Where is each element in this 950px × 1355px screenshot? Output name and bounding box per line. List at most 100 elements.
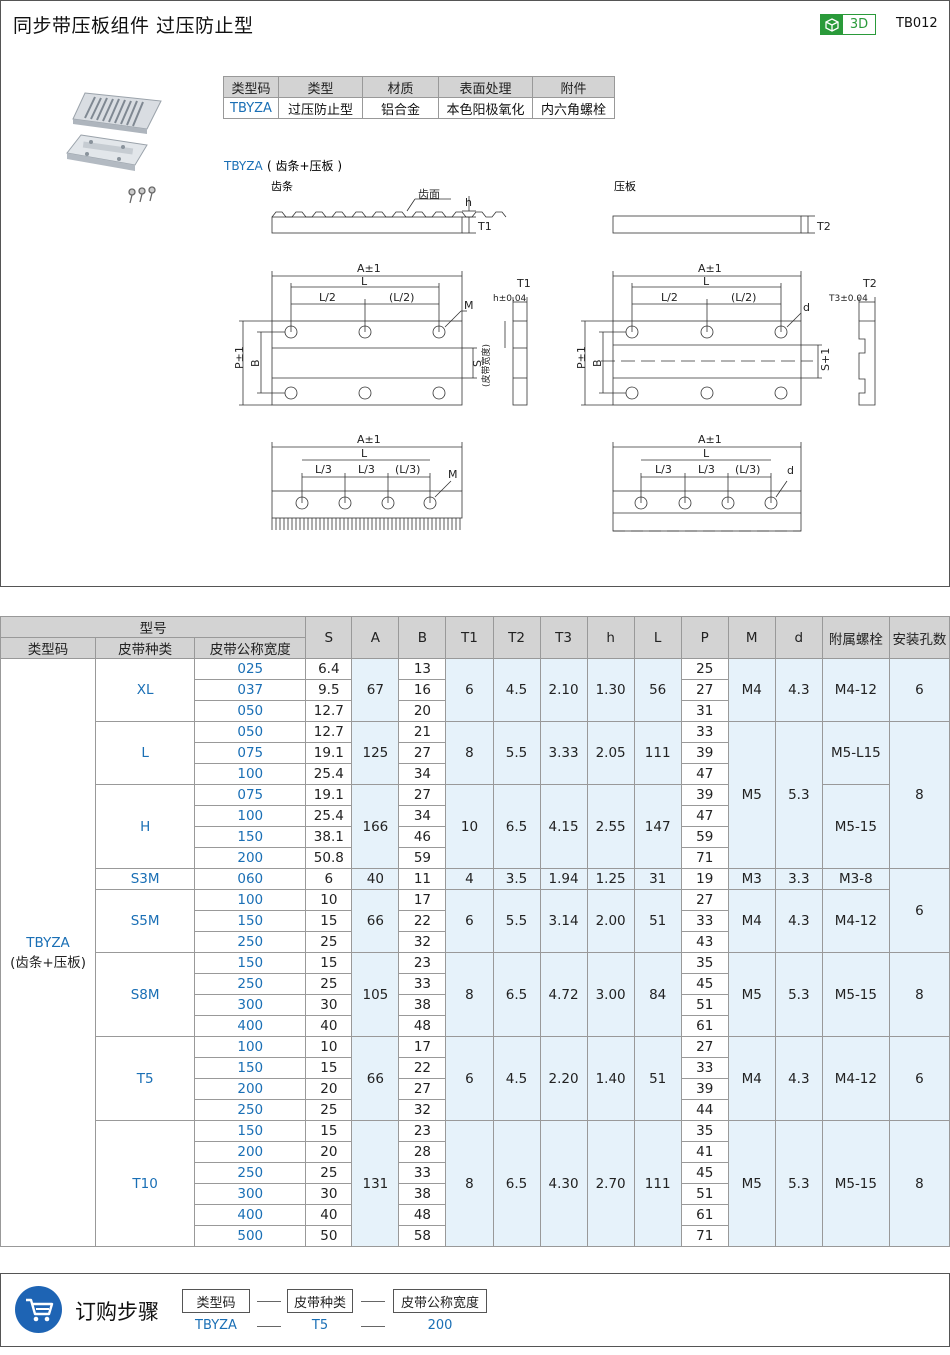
dim-d-front: d — [787, 464, 794, 477]
m-cell: M5 — [727, 952, 776, 1037]
dim-l3p: (L/3) — [395, 463, 420, 476]
d-cell: 4.3 — [774, 658, 823, 722]
a-cell: 125 — [351, 721, 400, 785]
column-header-5: T3 — [539, 616, 588, 659]
s-cell: 40 — [305, 1204, 353, 1226]
belt-width-cell: 150 — [194, 1120, 307, 1142]
h-cell: 2.55 — [586, 784, 635, 869]
p-cell: 35 — [680, 952, 729, 974]
drawing-section-title: TBYZA — [223, 159, 263, 173]
spec-value: 过压防止型 — [278, 97, 363, 119]
s-cell: 19.1 — [305, 742, 353, 764]
example-type-code: TBYZA — [195, 1318, 237, 1333]
belt-width-cell: 400 — [194, 1015, 307, 1037]
holes-cell: 8 — [888, 1120, 950, 1247]
spec-header: 类型 — [278, 76, 363, 98]
spec-header: 附件 — [532, 76, 615, 98]
belt-type-cell: S3M — [95, 868, 196, 890]
t2-cell: 4.5 — [492, 658, 541, 722]
belt-type-cell: S8M — [95, 952, 196, 1037]
3d-model-button[interactable]: 3D — [820, 14, 876, 35]
t1-cell: 4 — [445, 868, 494, 890]
l-cell: 56 — [633, 658, 682, 722]
b-cell: 48 — [398, 1204, 447, 1226]
belt-width-cell: 300 — [194, 994, 307, 1016]
type-code-cell: TBYZA(齿条+压板) — [0, 658, 97, 1247]
belt-type-cell: L — [95, 721, 196, 785]
spec-table: 类型码 类型 材质 表面处理 附件 TBYZA 过压防止型 铝合金 本色阳极氧化… — [223, 76, 615, 119]
t1-cell: 6 — [445, 889, 494, 953]
t3-cell: 4.15 — [539, 784, 588, 869]
t3-cell: 2.20 — [539, 1036, 588, 1121]
p-cell: 59 — [680, 826, 729, 848]
t3-cell: 3.33 — [539, 721, 588, 785]
t2-cell: 6.5 — [492, 1120, 541, 1247]
holes-cell: 8 — [888, 952, 950, 1037]
p-cell: 39 — [680, 784, 729, 806]
column-header-8: P — [680, 616, 729, 659]
s-cell: 15 — [305, 1120, 353, 1142]
spec-value: 内六角螺栓 — [532, 97, 615, 119]
t1-cell: 8 — [445, 1120, 494, 1247]
dim-p: P±1 — [233, 346, 246, 369]
dim-l2-plate: L/2 — [661, 291, 678, 304]
belt-width-cell: 400 — [194, 1204, 307, 1226]
spec-value: 铝合金 — [362, 97, 439, 119]
spec-header: 表面处理 — [438, 76, 533, 98]
example-connector — [257, 1326, 281, 1327]
s-cell: 25 — [305, 1099, 353, 1121]
3d-label: 3D — [849, 17, 869, 32]
s-cell: 40 — [305, 1015, 353, 1037]
column-header-11: 附属螺栓 — [821, 616, 890, 659]
dim-l2p-plate: (L/2) — [731, 291, 756, 304]
dim-a-plate-front: A±1 — [698, 433, 722, 446]
belt-type-cell: T5 — [95, 1036, 196, 1121]
tooth-face-label: 齿面 — [418, 188, 440, 201]
belt-width-cell: 250 — [194, 973, 307, 995]
b-cell: 58 — [398, 1225, 447, 1247]
b-cell: 22 — [398, 910, 447, 932]
p-cell: 43 — [680, 931, 729, 953]
dim-b-plate: B — [591, 359, 604, 367]
dim-b: B — [249, 359, 262, 367]
example-connector — [361, 1326, 385, 1327]
h-cell: 1.25 — [586, 868, 635, 890]
m-cell: M3 — [727, 868, 776, 890]
p-cell: 33 — [680, 910, 729, 932]
s-cell: 25 — [305, 973, 353, 995]
type-code-sub: (齿条+压板) — [10, 954, 86, 971]
p-cell: 71 — [680, 847, 729, 869]
dim-a-front: A±1 — [357, 433, 381, 446]
dim-t2b: T2 — [862, 277, 877, 290]
l-cell: 31 — [633, 868, 682, 890]
belt-width-cell: 150 — [194, 1057, 307, 1079]
p-cell: 45 — [680, 973, 729, 995]
t3-cell: 3.14 — [539, 889, 588, 953]
belt-width-cell: 075 — [194, 784, 307, 806]
p-cell: 61 — [680, 1204, 729, 1226]
belt-width-cell: 250 — [194, 1099, 307, 1121]
s-cell: 30 — [305, 1183, 353, 1205]
b-cell: 23 — [398, 952, 447, 974]
s-cell: 50 — [305, 1225, 353, 1247]
belt-type-cell: T10 — [95, 1120, 196, 1247]
belt-width-cell: 250 — [194, 1162, 307, 1184]
p-cell: 27 — [680, 1036, 729, 1058]
h-cell: 2.70 — [586, 1120, 635, 1247]
dim-m: M — [464, 299, 474, 312]
s-cell: 19.1 — [305, 784, 353, 806]
p-cell: 31 — [680, 700, 729, 722]
column-header-4: T2 — [492, 616, 541, 659]
belt-width-cell: 100 — [194, 889, 307, 911]
s-cell: 6 — [305, 868, 353, 890]
product-header-frame: 同步带压板组件 过压防止型 3D TB012 类型码 类型 材质 表面 — [0, 0, 950, 587]
s-cell: 15 — [305, 910, 353, 932]
s-cell: 15 — [305, 952, 353, 974]
dim-l3-plate-b: L/3 — [698, 463, 715, 476]
